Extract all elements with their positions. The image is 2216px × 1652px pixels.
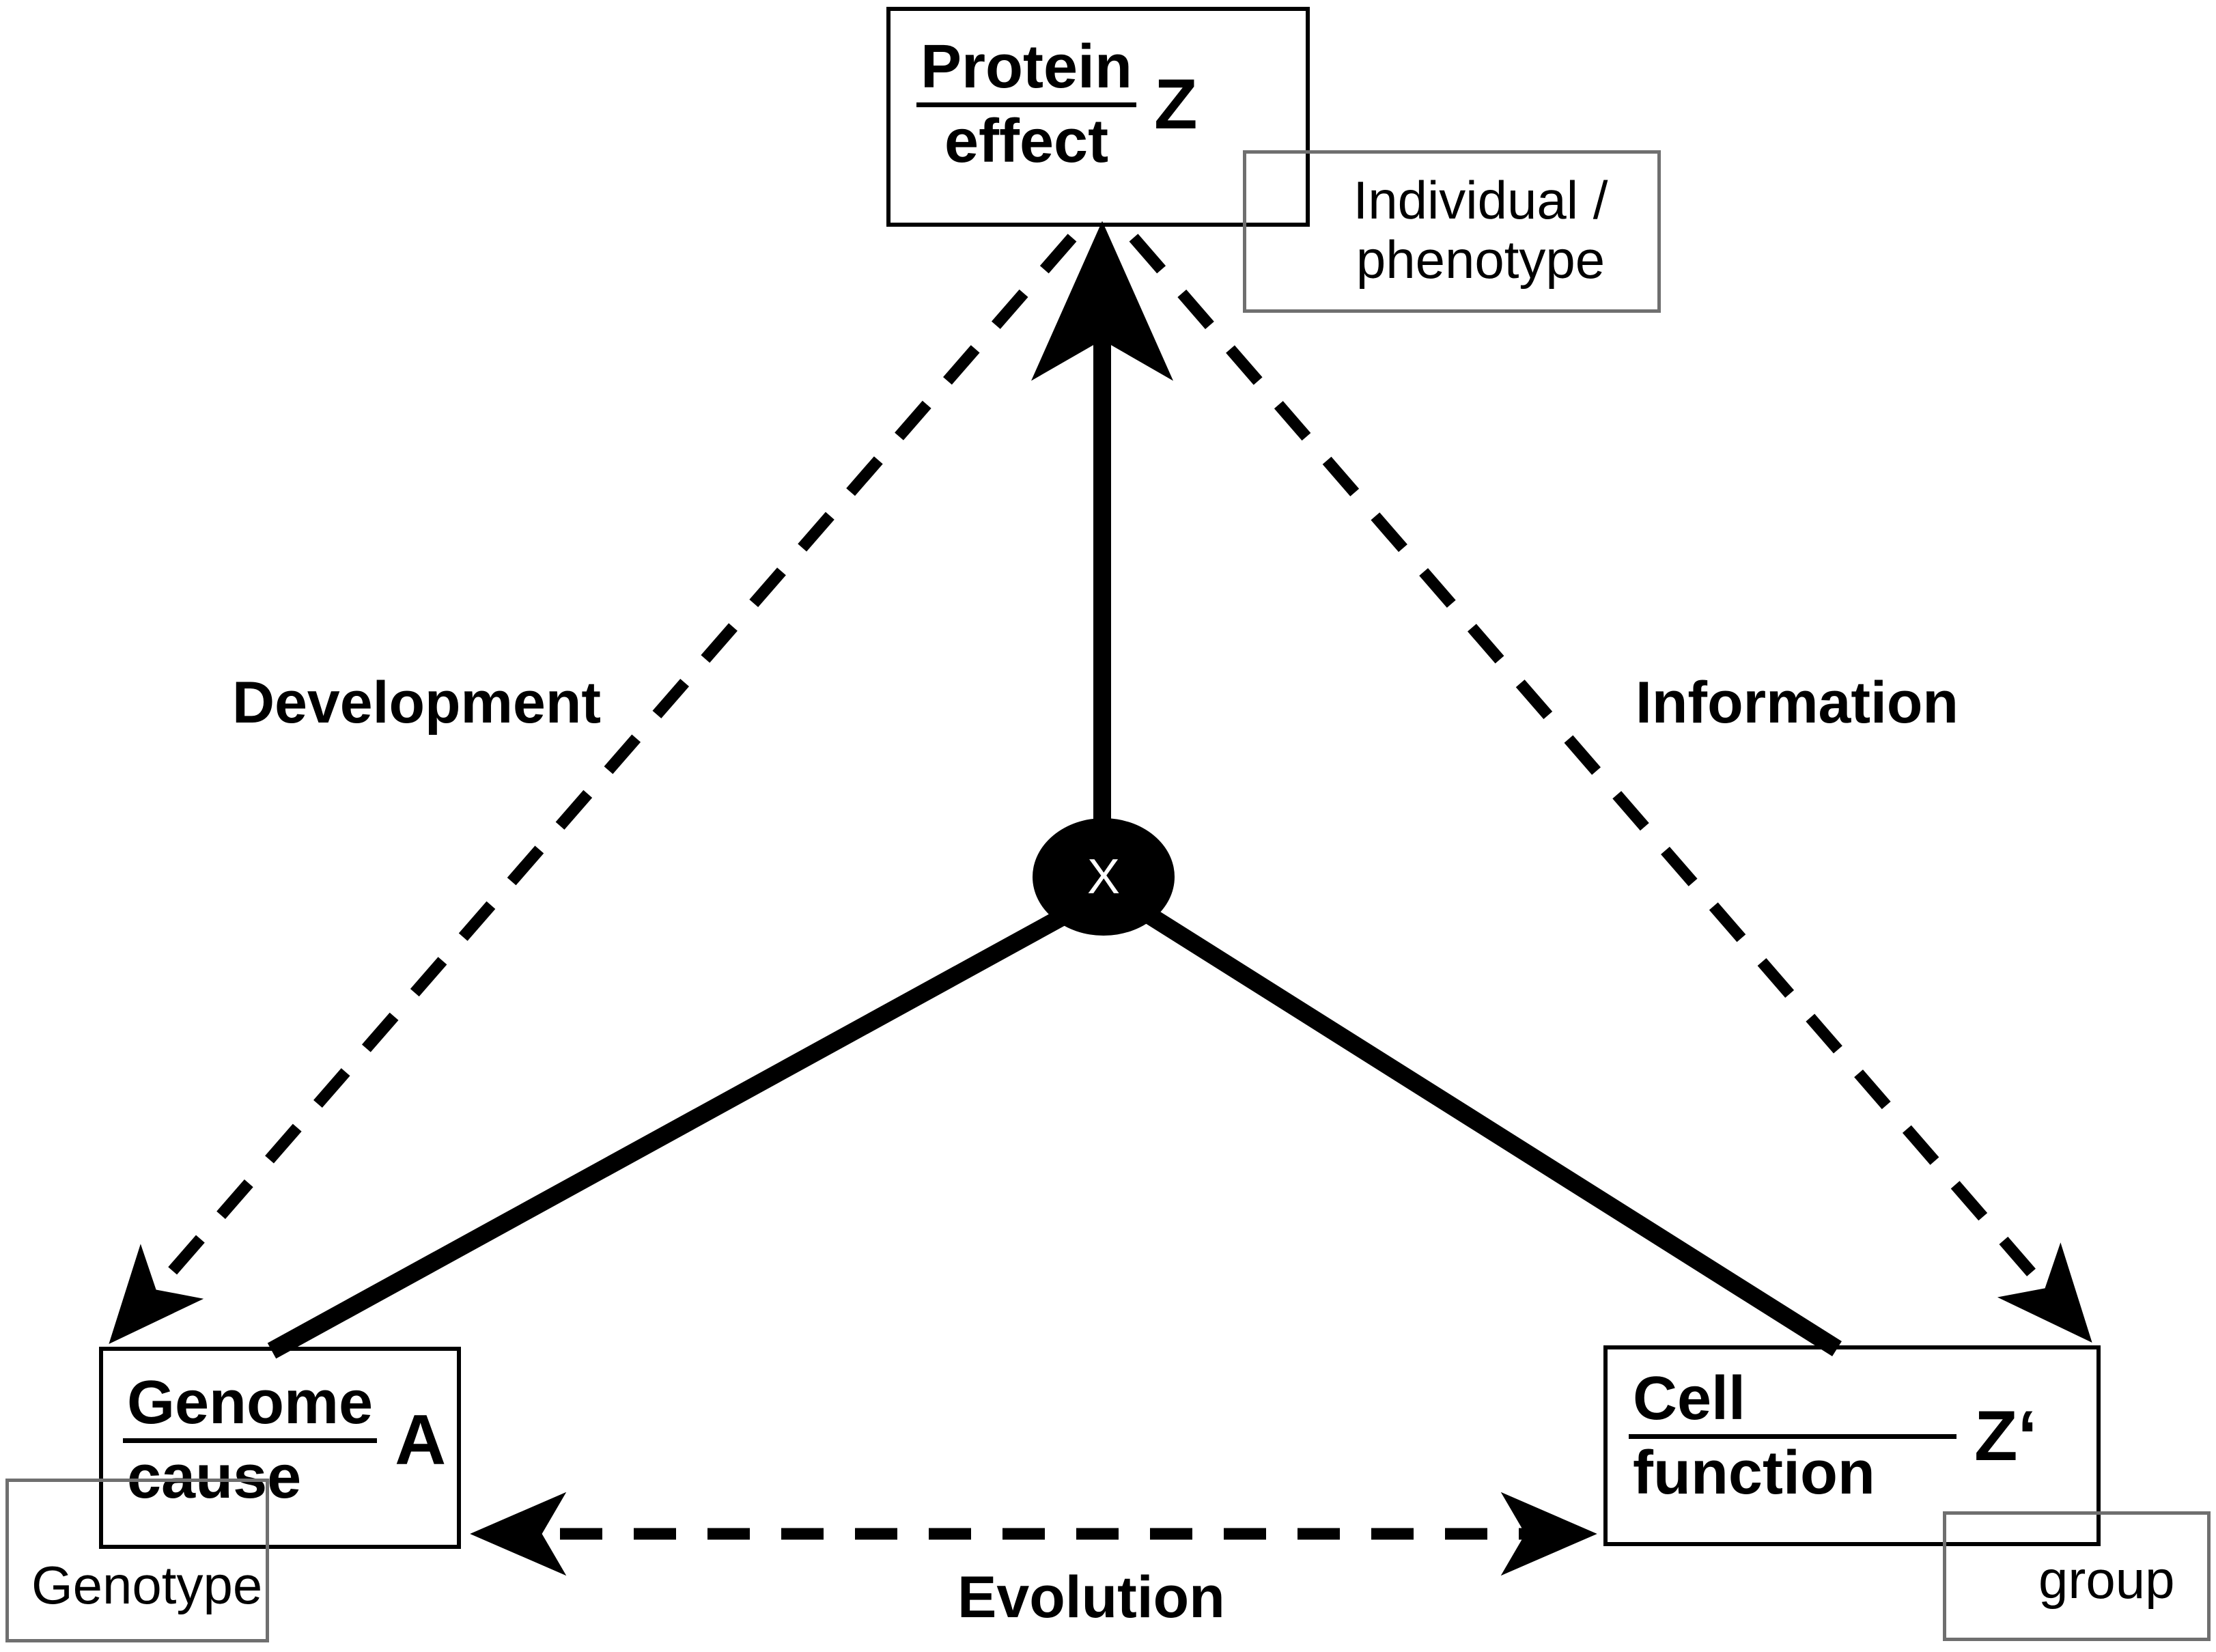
fraction-bar <box>123 1438 378 1443</box>
sub-box-genotype[interactable] <box>5 1479 269 1642</box>
node-genome-cause[interactable] <box>99 1347 461 1549</box>
edge-label-evolution: Evolution <box>957 1565 1225 1630</box>
sub-box-individual-phenotype[interactable] <box>1243 150 1661 313</box>
fraction-denominator: cause <box>127 1442 302 1511</box>
fraction-protein-effect: Protein effect <box>916 33 1137 176</box>
fraction-denominator: function <box>1633 1438 1875 1507</box>
edge-hub-to-bottom-left <box>267 886 1108 1359</box>
fraction-denominator: effect <box>944 107 1109 176</box>
hub-node-x[interactable]: X <box>1033 818 1175 936</box>
node-cell-function-content: Cell function Z‘ <box>1629 1367 2037 1505</box>
edge-information <box>1129 234 2092 1343</box>
node-genome-cause-content: Genome cause A <box>123 1371 446 1509</box>
edge-hub-to-bottom-right <box>1112 887 1842 1356</box>
node-symbol-a: A <box>395 1401 447 1481</box>
sub-box-group[interactable] <box>1943 1511 2211 1641</box>
fraction-numerator: Genome <box>127 1369 374 1437</box>
edge-label-information: Information <box>1636 670 1959 736</box>
fraction-cell-function: Cell function <box>1629 1367 1956 1505</box>
fraction-bar <box>1629 1433 1956 1439</box>
hub-node-label: X <box>1086 850 1121 904</box>
edge-development <box>109 234 1077 1344</box>
sub-label-genotype: Genotype <box>31 1555 263 1615</box>
sub-label-group: group <box>2038 1550 2175 1610</box>
edge-label-development: Development <box>232 670 602 736</box>
sub-label-individual-phenotype: Individual / phenotype <box>1353 170 1608 290</box>
node-symbol-z-prime: Z‘ <box>1974 1397 2038 1476</box>
fraction-numerator: Cell <box>1633 1364 1746 1433</box>
fraction-numerator: Protein <box>921 33 1133 101</box>
fraction-genome-cause: Genome cause <box>123 1369 378 1511</box>
node-symbol-z: Z <box>1154 65 1198 145</box>
fraction-bar <box>916 102 1137 107</box>
node-protein-effect-content: Protein effect Z <box>916 33 1198 176</box>
node-cell-function[interactable] <box>1603 1345 2101 1546</box>
node-protein-effect[interactable] <box>886 7 1310 227</box>
